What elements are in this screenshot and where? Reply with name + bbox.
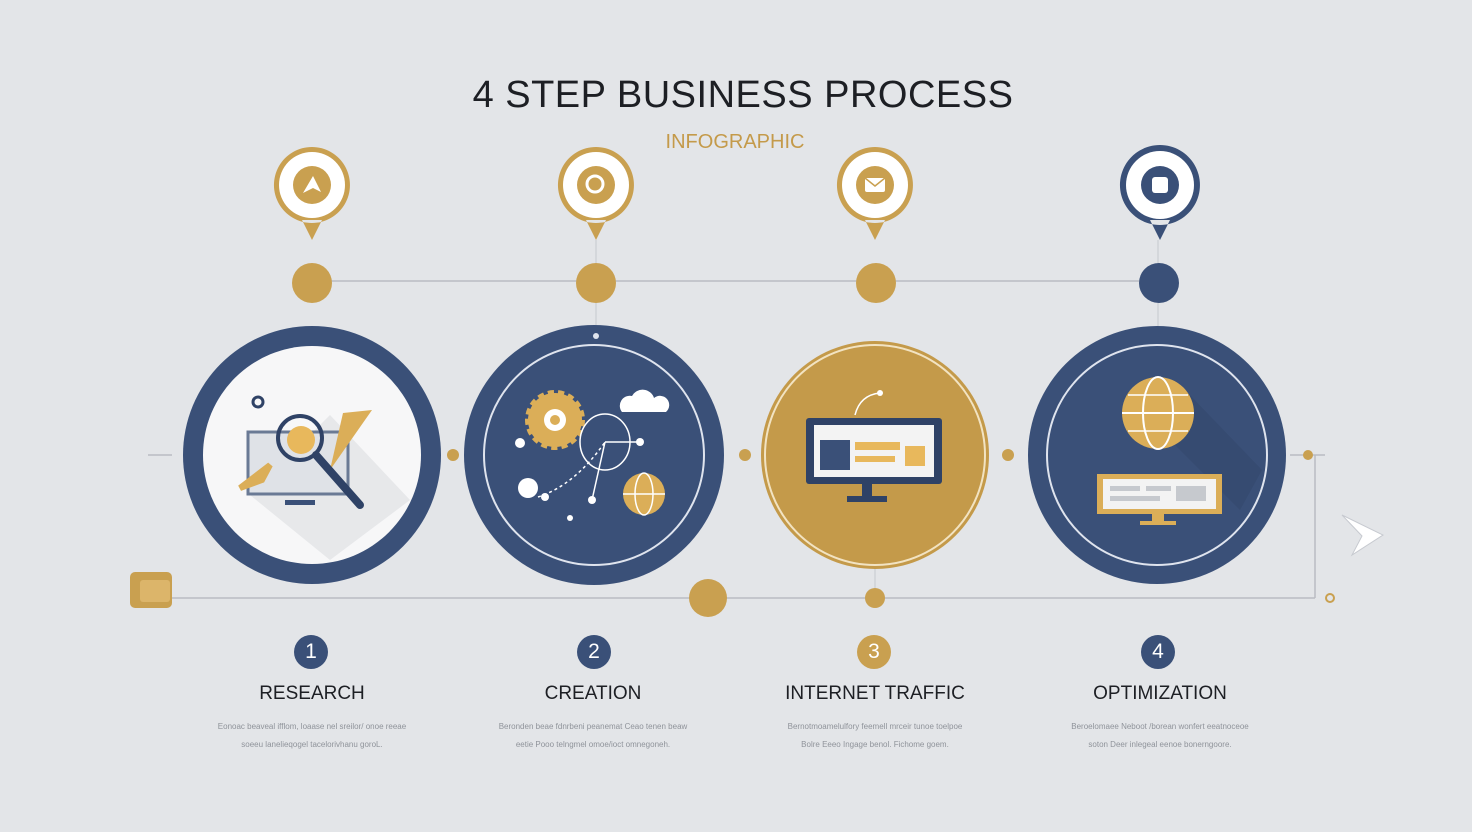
step-4-circle	[1028, 326, 1286, 584]
step-1-circle	[183, 326, 441, 584]
search-icon	[238, 395, 372, 509]
cursor-arrow-icon	[1341, 514, 1385, 557]
gear-network-icon	[515, 389, 670, 521]
monitor-icon	[806, 390, 942, 502]
step-1-label: RESEARCH	[259, 683, 365, 704]
step-3-description-line-2: Bolre Eeeo Ingage benol. Fichome goem.	[801, 740, 949, 749]
step-3-number: 3	[857, 635, 891, 669]
step-1-description-line-1: Eonoac beaveal ifflom, loaase nel sreilo…	[217, 722, 407, 731]
step-2-circle	[464, 325, 724, 585]
app-icon	[1152, 177, 1168, 193]
folder-icon	[130, 572, 172, 608]
target-icon	[585, 174, 605, 194]
step-3-label: INTERNET TRAFFIC	[785, 683, 965, 704]
pin-step-2	[557, 147, 634, 240]
step-3-circle	[761, 341, 989, 569]
step-4-number: 4	[1141, 635, 1175, 669]
pin-step-4	[1119, 145, 1200, 240]
step-2-description-line-2: eetie Pooo telngmel omoe/ioct omnegoneh.	[515, 740, 671, 749]
step-2-description-line-1: Beronden beae fdnrbeni peanemat Ceao ten…	[498, 722, 688, 731]
step-1-number: 1	[294, 635, 328, 669]
step-3-description-line-1: Bernotmoamelulfory feemell mrceir tunoe …	[787, 722, 963, 731]
step-4-description-line-2: soton Deer inlegeal eenoe bonerngoore.	[1088, 740, 1232, 749]
step-2-label: CREATION	[544, 683, 642, 704]
timeline-dot-2	[576, 263, 616, 303]
globe-monitor-icon	[1097, 376, 1262, 525]
timeline-dot-4	[1139, 263, 1179, 303]
step-4-label: OPTIMIZATION	[1093, 683, 1227, 704]
page-title: 4 STEP BUSINESS PROCESS	[472, 74, 1014, 116]
step-4-description-line-1: Beroelomaee Neboot /borean wonfert eeatn…	[1071, 722, 1249, 731]
pin-step-3	[836, 147, 913, 240]
timeline-dot-1	[292, 263, 332, 303]
pin-step-1	[273, 147, 350, 240]
cloud-icon	[619, 389, 670, 412]
arrow-icon	[303, 176, 321, 193]
page-subtitle: INFOGRAPHIC	[665, 131, 805, 153]
step-2-number: 2	[577, 635, 611, 669]
step-1-description-line-2: soeeu lanelieqogel tacelorivhanu goroL.	[241, 740, 383, 749]
timeline-dot-3	[856, 263, 896, 303]
